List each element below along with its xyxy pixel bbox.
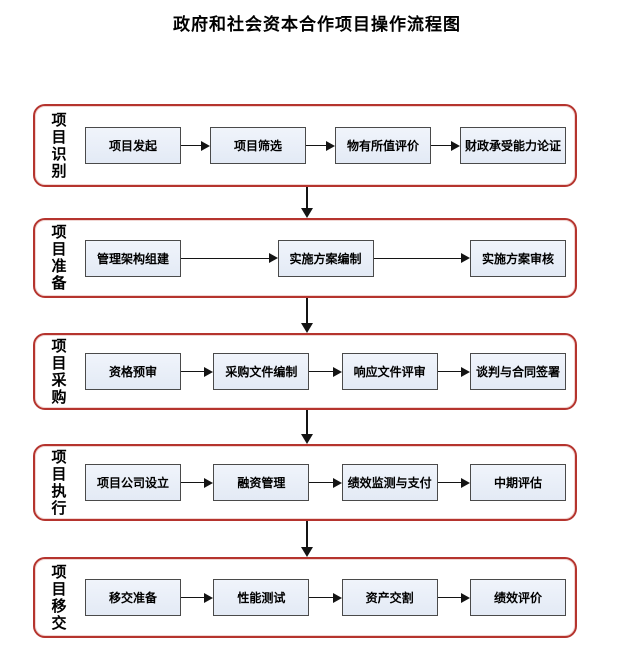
stage-project-preparation: 项目准备 管理架构组建 实施方案编制 实施方案审核 xyxy=(33,218,577,298)
stage-label-project-handover: 项目移交 xyxy=(51,563,67,632)
stage-project-identification: 项目识别 项目发起 项目筛选 物有所值评价 财政承受能力论证 xyxy=(33,104,577,187)
step-box-project-screening: 项目筛选 xyxy=(210,127,306,164)
right-arrow-icon xyxy=(437,592,470,603)
step-box-response-document-review: 响应文件评审 xyxy=(341,353,438,390)
stage-label-project-preparation: 项目准备 xyxy=(51,224,67,292)
stage-label-project-procurement: 项目采购 xyxy=(51,337,67,406)
right-arrow-icon xyxy=(431,140,460,151)
stage-project-execution: 项目执行 项目公司设立 融资管理 绩效监测与支付 中期评估 xyxy=(33,444,577,521)
step-box-performance-evaluation: 绩效评价 xyxy=(469,579,566,616)
step-box-project-initiation: 项目发起 xyxy=(85,127,181,164)
stage-steps: 移交准备 性能测试 资产交割 绩效评价 xyxy=(70,579,575,616)
stage-steps: 管理架构组建 实施方案编制 实施方案审核 xyxy=(70,239,575,277)
right-arrow-icon xyxy=(309,592,342,603)
stage-steps: 项目公司设立 融资管理 绩效监测与支付 中期评估 xyxy=(70,464,575,501)
right-arrow-icon xyxy=(437,366,470,377)
step-box-midterm-evaluation: 中期评估 xyxy=(469,464,566,501)
right-arrow-icon xyxy=(181,477,214,488)
down-arrow-icon xyxy=(300,521,314,557)
right-arrow-icon xyxy=(437,477,470,488)
stage-steps: 项目发起 项目筛选 物有所值评价 财政承受能力论证 xyxy=(70,127,575,164)
step-box-implementation-plan-review: 实施方案审核 xyxy=(470,239,566,277)
stage-label-project-execution: 项目执行 xyxy=(51,448,67,517)
stage-project-procurement: 项目采购 资格预审 采购文件编制 响应文件评审 谈判与合同签署 xyxy=(33,333,577,410)
right-arrow-icon xyxy=(306,140,335,151)
right-arrow-icon xyxy=(181,253,278,263)
step-box-procurement-document-preparation: 采购文件编制 xyxy=(213,353,310,390)
down-arrow-icon xyxy=(300,298,314,333)
step-box-implementation-plan-preparation: 实施方案编制 xyxy=(277,239,374,277)
down-arrow-icon xyxy=(300,187,314,218)
step-box-handover-preparation: 移交准备 xyxy=(85,579,181,616)
right-arrow-icon xyxy=(373,253,470,263)
down-arrow-icon xyxy=(300,410,314,444)
step-box-management-structure-setup: 管理架构组建 xyxy=(85,239,181,277)
step-box-negotiation-and-contract-signing: 谈判与合同签署 xyxy=(469,353,566,390)
step-box-performance-monitoring-and-payment: 绩效监测与支付 xyxy=(341,464,438,501)
step-box-project-company-establishment: 项目公司设立 xyxy=(85,464,181,501)
page-title: 政府和社会资本合作项目操作流程图 xyxy=(173,15,461,34)
right-arrow-icon xyxy=(181,140,210,151)
step-box-fiscal-affordability-demonstration: 财政承受能力论证 xyxy=(460,127,567,164)
step-box-performance-testing: 性能测试 xyxy=(213,579,310,616)
stage-steps: 资格预审 采购文件编制 响应文件评审 谈判与合同签署 xyxy=(70,353,575,390)
right-arrow-icon xyxy=(309,477,342,488)
step-box-prequalification: 资格预审 xyxy=(85,353,181,390)
step-box-asset-transfer: 资产交割 xyxy=(341,579,438,616)
right-arrow-icon xyxy=(181,592,214,603)
stage-label-project-identification: 项目识别 xyxy=(51,111,67,180)
step-box-value-for-money-evaluation: 物有所值评价 xyxy=(335,127,431,164)
right-arrow-icon xyxy=(181,366,214,377)
right-arrow-icon xyxy=(309,366,342,377)
step-box-financing-management: 融资管理 xyxy=(213,464,310,501)
stage-project-handover: 项目移交 移交准备 性能测试 资产交割 绩效评价 xyxy=(33,557,577,638)
